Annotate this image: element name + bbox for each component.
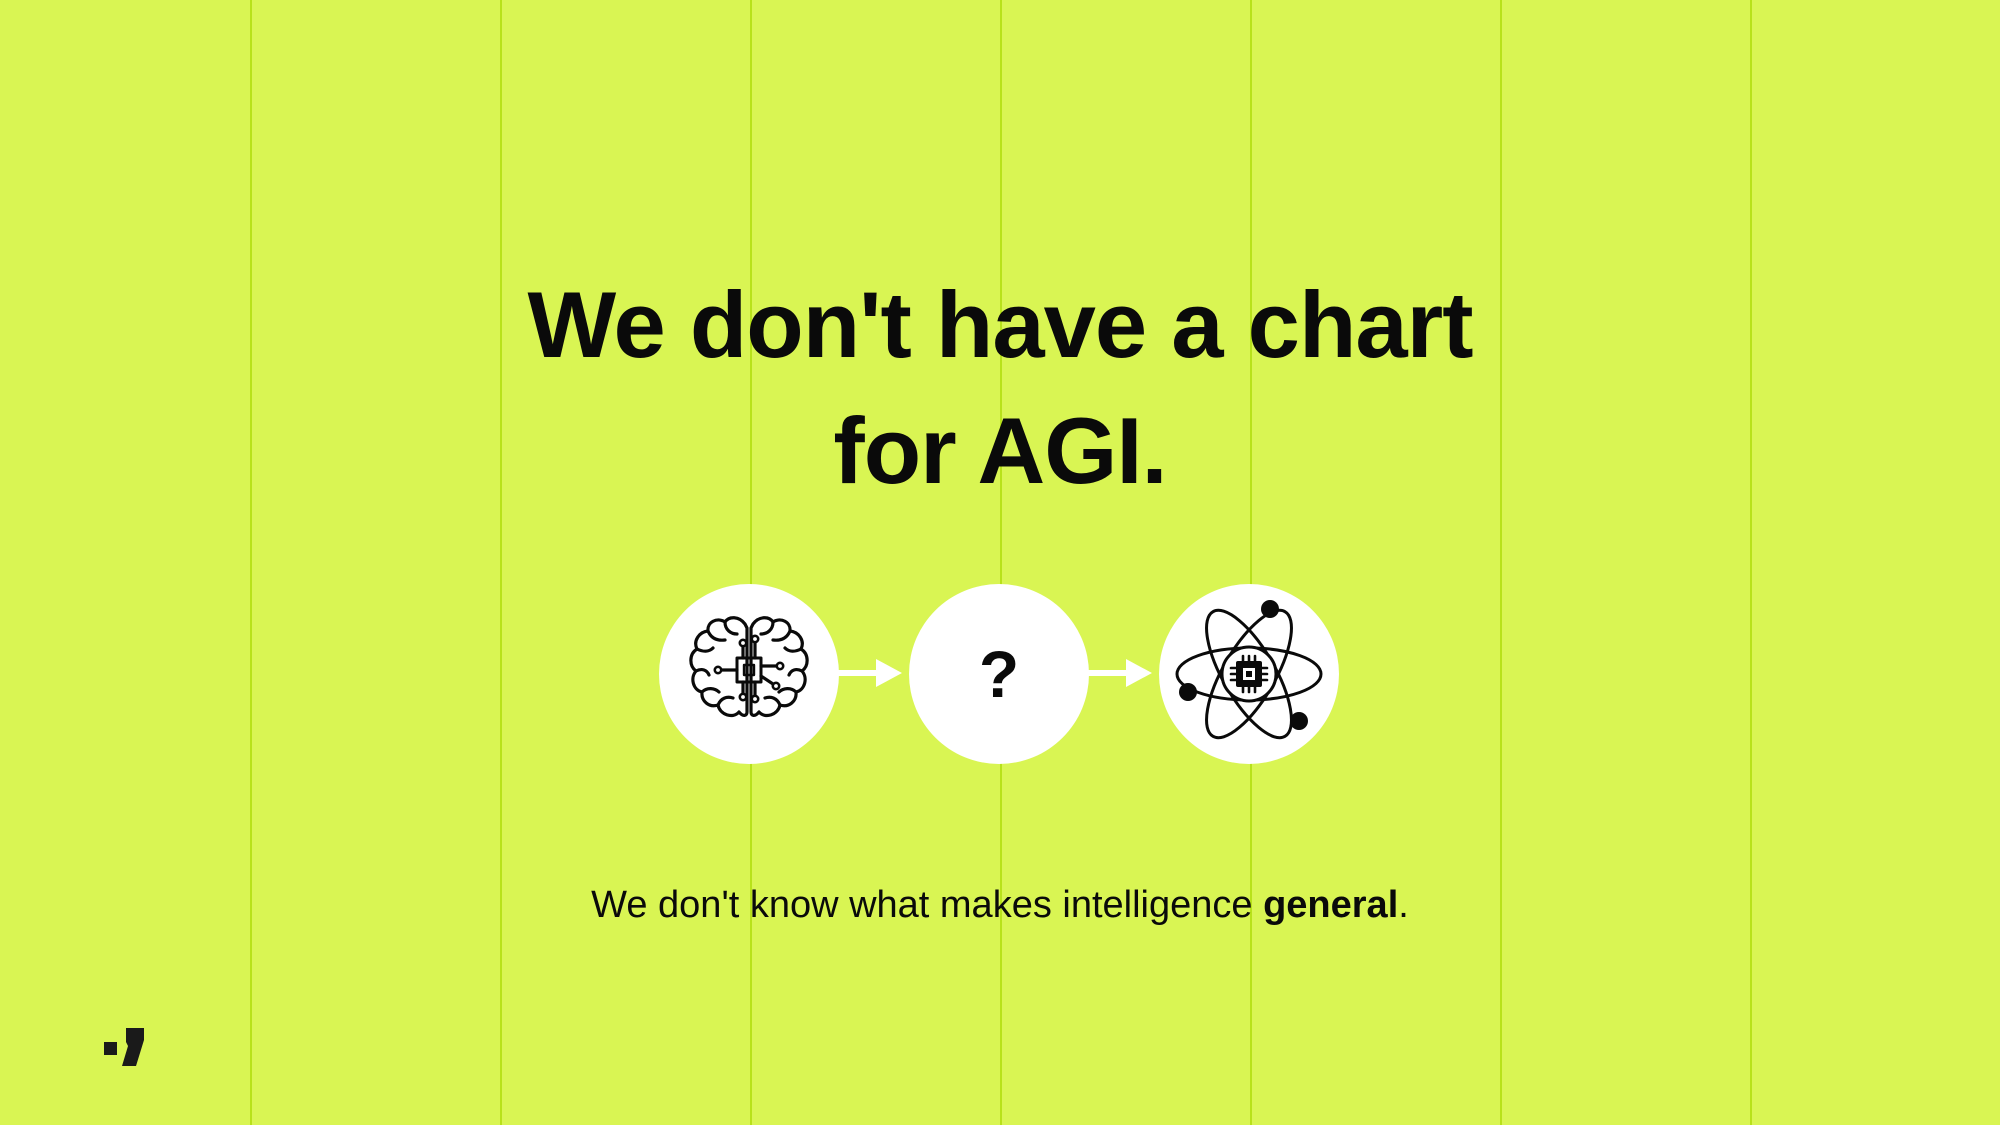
headline: We don't have a chart for AGI.: [0, 262, 2000, 514]
grid-line: [1000, 0, 1002, 1125]
grid-line: [250, 0, 252, 1125]
headline-line-2: for AGI.: [833, 398, 1167, 503]
step-atom-circle: [1159, 584, 1339, 764]
grid-line: [1500, 0, 1502, 1125]
caption-suffix: .: [1398, 884, 1409, 926]
caption-text: We don't know what makes intelligence: [591, 884, 1264, 926]
brand-logo-icon: [104, 1028, 144, 1066]
question-mark-icon: ?: [978, 637, 1020, 711]
grid-line: [500, 0, 502, 1125]
caption-emphasis: general: [1263, 884, 1399, 926]
atom-chip-icon: [1175, 600, 1323, 740]
arrow-right-icon: [838, 659, 902, 687]
grid-line: [750, 0, 752, 1125]
grid-line: [1750, 0, 1752, 1125]
arrow-right-icon: [1088, 659, 1152, 687]
brain-chip-icon: [689, 616, 809, 718]
grid-line: [1250, 0, 1252, 1125]
caption: We don't know what makes intelligence ge…: [0, 880, 2000, 930]
step-brain-circle: [659, 584, 839, 764]
headline-line-1: We don't have a chart: [527, 272, 1473, 377]
step-question-circle: ?: [909, 584, 1089, 764]
